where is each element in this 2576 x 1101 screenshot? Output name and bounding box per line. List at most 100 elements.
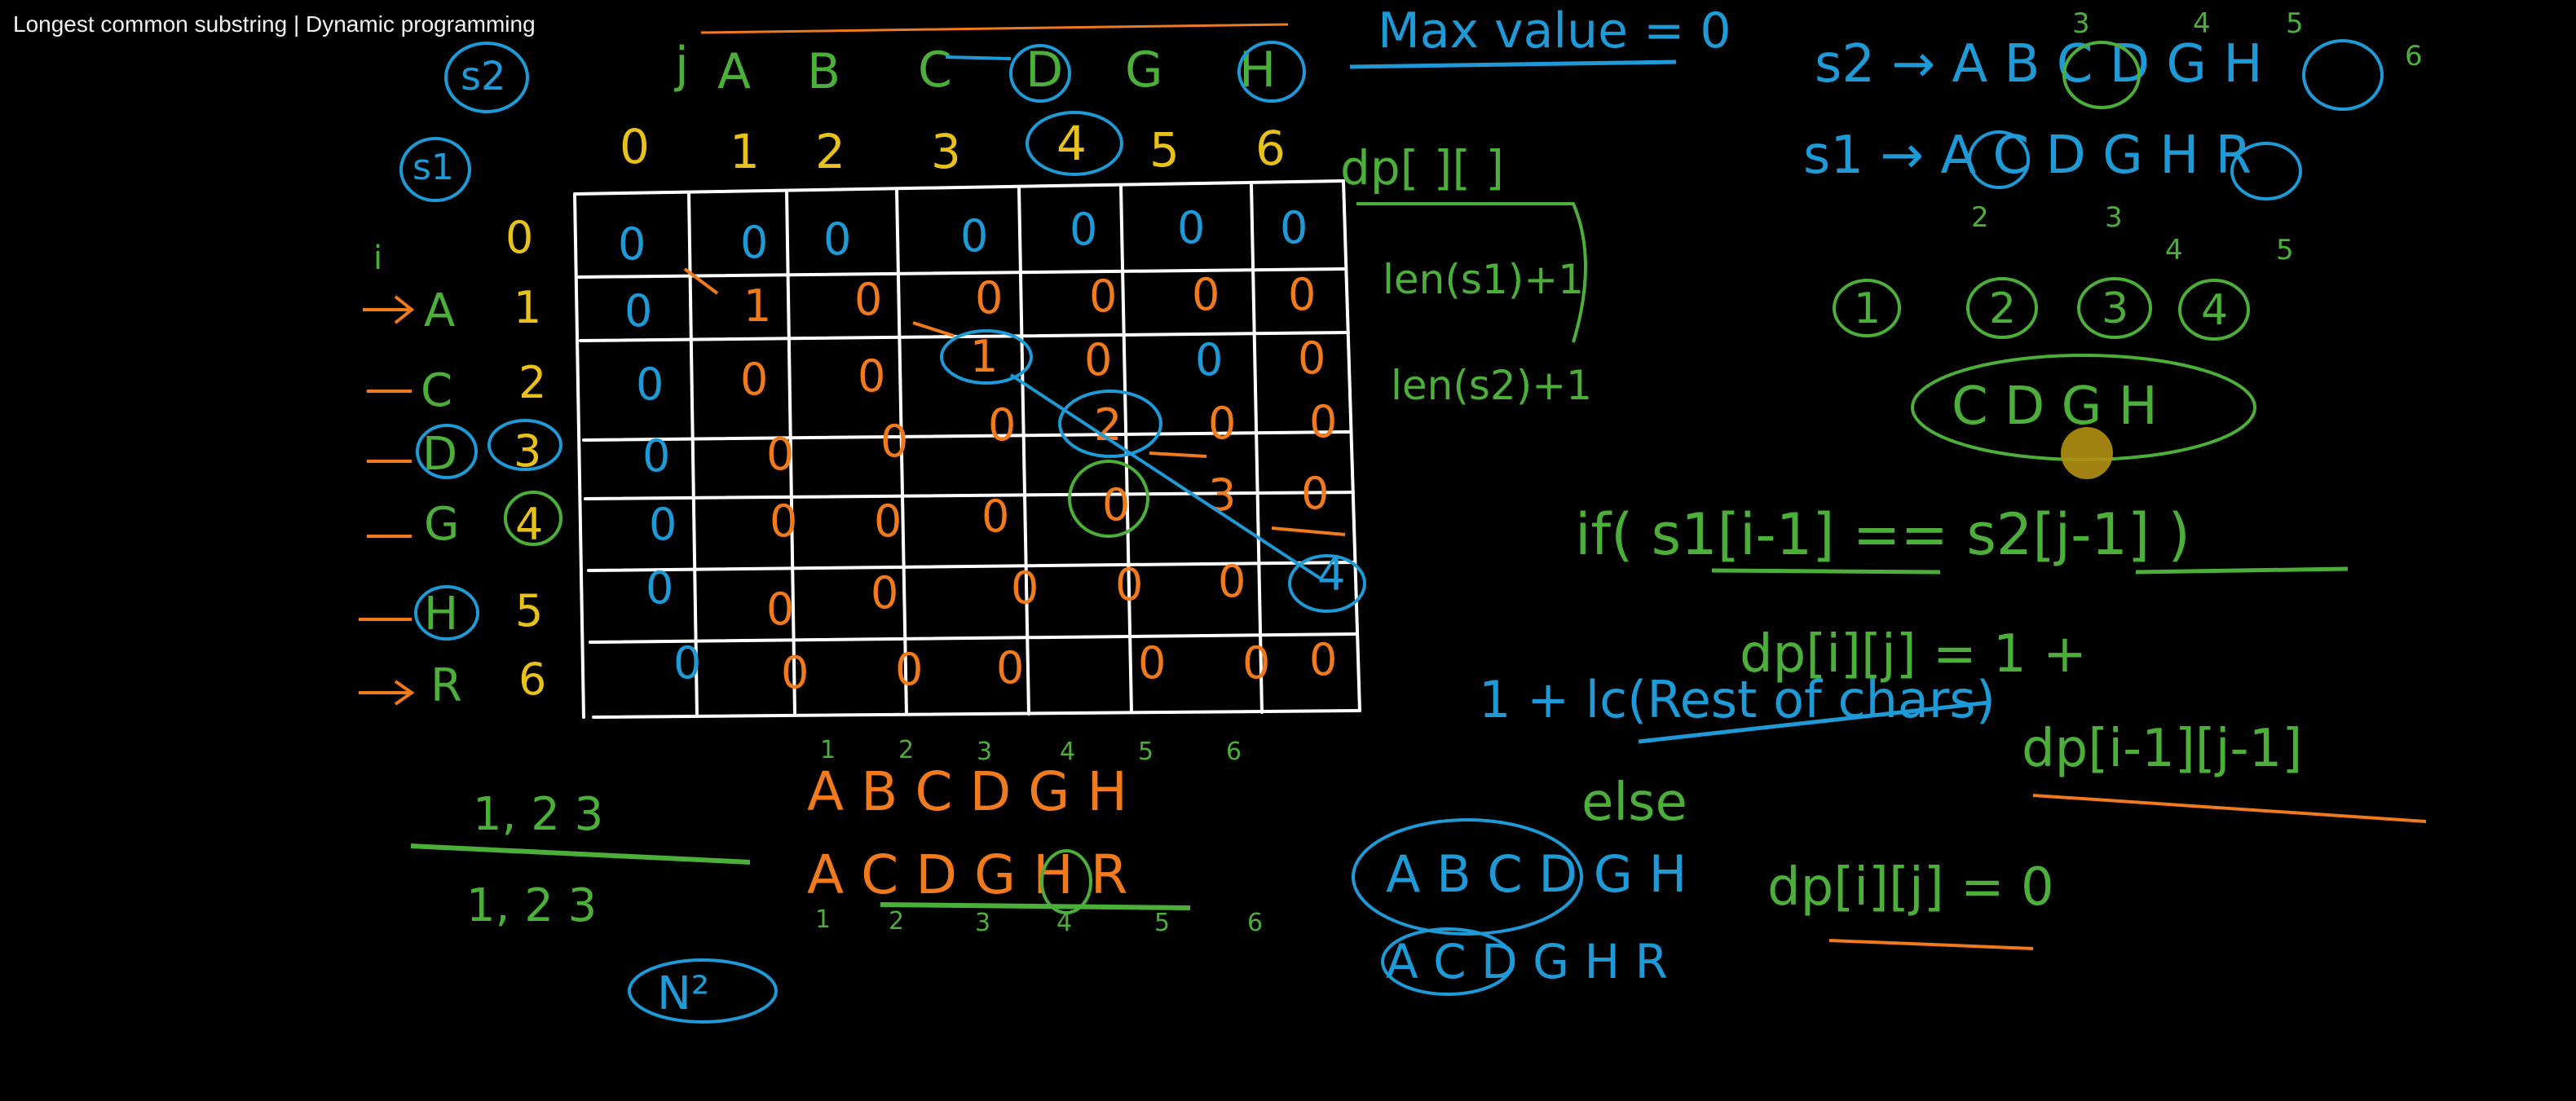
cell-3-2: 0: [880, 416, 908, 467]
cell-1-0: 0: [624, 285, 652, 337]
pen-pointer: [2061, 427, 2113, 479]
i-label: i: [373, 240, 382, 277]
cell-6-4: 0: [1138, 637, 1166, 689]
cell-4-0: 0: [649, 499, 677, 550]
max-value-underline: [1349, 59, 1677, 69]
right-s2-index-5: 5: [2286, 7, 2304, 40]
s1-label: s1: [412, 147, 454, 188]
s1-char-2: C: [421, 364, 452, 417]
dp-grid: [573, 179, 1361, 719]
zero-assign-underline: [1828, 939, 2034, 950]
under-s1-index-6: 6: [1247, 909, 1263, 937]
cell-4-4: 0: [1102, 479, 1130, 531]
right-s2-indices: 3 4 5 6: [2072, 7, 2423, 73]
row-index-6: 6: [518, 654, 546, 705]
under-grid-s2: 1 2 3 4 5 6 A B C D G H: [807, 736, 1242, 823]
zero-assign: dp[i][j] = 0: [1767, 857, 2054, 918]
under-s1-index-5: 5: [1154, 909, 1170, 937]
cell-3-0: 0: [642, 430, 670, 482]
under-s2-index-2: 2: [898, 736, 914, 764]
cell-2-6: 0: [1298, 333, 1325, 384]
col-index-4: 4: [1056, 116, 1087, 171]
right-s2-string: s2 → A B C D G H: [1815, 34, 2262, 95]
cell-0-3: 0: [960, 210, 988, 262]
count-2: 2: [1989, 284, 2016, 333]
dp-dim-1: len(s1)+1: [1383, 256, 1584, 303]
under-s1-index-3: 3: [975, 909, 990, 937]
s1-char-5: H: [424, 588, 458, 641]
dp-table-values: 0 0 0 0 0 0 0 0 1 0 0 0 0 0 0 0 0 1 0 0 …: [618, 202, 1345, 698]
bottom-s2-string: A C D G H R: [1386, 934, 1668, 989]
cell-6-6: 0: [1309, 634, 1337, 685]
count-3: 3: [2102, 284, 2128, 333]
under-s1-underline: [880, 902, 1191, 910]
cell-0-2: 0: [823, 214, 851, 265]
cell-1-5: 0: [1192, 269, 1220, 320]
column-indices: 0 1 2 3 4 5 6: [620, 111, 1286, 179]
cell-5-1: 0: [766, 584, 794, 635]
cell-3-5: 0: [1208, 398, 1236, 449]
under-s2-index-5: 5: [1138, 738, 1153, 766]
row-index-0: 0: [505, 212, 533, 263]
under-s2-string: A B C D G H: [807, 760, 1127, 823]
rest-note-underline: [1638, 700, 1990, 744]
s1-char-4: G: [424, 498, 459, 551]
under-s1-index-4: 4: [1056, 909, 1072, 937]
cell-0-5: 0: [1177, 202, 1205, 253]
under-s2-index-1: 1: [820, 736, 836, 764]
cell-0-6: 0: [1280, 202, 1308, 253]
longest-substring: C D G H: [1952, 377, 2158, 437]
diagonal-reference: dp[i-1][j-1]: [2022, 719, 2302, 779]
right-s1-index-2: 2: [1971, 201, 1989, 234]
col-index-3: 3: [931, 124, 961, 179]
s2-char-3: C: [918, 42, 952, 99]
cell-2-0: 0: [636, 359, 664, 410]
condition-underline-1: [1711, 568, 1941, 575]
cell-4-1: 0: [770, 495, 797, 547]
cell-1-3: 0: [975, 272, 1003, 324]
cell-1-6: 0: [1288, 269, 1316, 320]
cell-1-2: 0: [854, 274, 882, 325]
col-index-1: 1: [730, 124, 760, 179]
cell-6-3: 0: [996, 642, 1024, 694]
right-s1-index-3: 3: [2105, 201, 2123, 234]
cell-5-2: 0: [871, 567, 898, 619]
cell-2-4: 0: [1084, 334, 1112, 385]
else-keyword: else: [1581, 773, 1687, 833]
cell-6-2: 0: [895, 644, 923, 695]
cell-2-3: 1: [970, 331, 998, 382]
cell-5-0: 0: [646, 562, 673, 614]
complexity-note: N²: [657, 967, 709, 1020]
cell-4-3: 0: [981, 491, 1009, 542]
right-s2-index-3: 3: [2072, 7, 2090, 40]
cell-2-2: 0: [858, 350, 885, 402]
under-s1-index-2: 2: [889, 907, 904, 936]
cell-0-0: 0: [618, 218, 646, 270]
cell-1-4: 0: [1089, 271, 1117, 322]
max-value-note: Max value = 0: [1378, 2, 1731, 59]
right-s2-index-6: 6: [2405, 40, 2423, 73]
cell-5-5: 0: [1218, 556, 1246, 607]
s2-char-5: G: [1125, 42, 1163, 99]
right-s2-index-4: 4: [2193, 7, 2211, 40]
count-4: 4: [2201, 286, 2228, 335]
right-s1-index-5: 5: [2276, 234, 2294, 266]
cell-0-1: 0: [740, 217, 768, 268]
cell-4-6: 0: [1301, 468, 1329, 519]
s1-header: s1 i A C D G H R: [373, 137, 479, 712]
under-s2-index-3: 3: [977, 738, 992, 766]
dp-dim-brace: [1356, 202, 1587, 343]
bottom-s1-string: A B C D G H: [1386, 844, 1687, 904]
dp-declaration: dp[ ][ ]: [1340, 140, 1504, 196]
cell-5-3: 0: [1011, 562, 1039, 614]
right-s1-indices: 2 3 4 5: [1971, 201, 2294, 266]
cell-5-4: 0: [1115, 559, 1143, 610]
s2-header: s2 j A B C D G H: [444, 23, 1306, 113]
video-title: Longest common substring | Dynamic progr…: [13, 11, 536, 37]
left-seq-top: 1, 2 3: [473, 788, 603, 841]
circled-count-row: 1 2 3 4: [1833, 277, 2250, 341]
diagonal-highlights: [683, 267, 1366, 613]
cell-2-5: 0: [1195, 334, 1223, 385]
s2-char-1: A: [717, 43, 751, 100]
